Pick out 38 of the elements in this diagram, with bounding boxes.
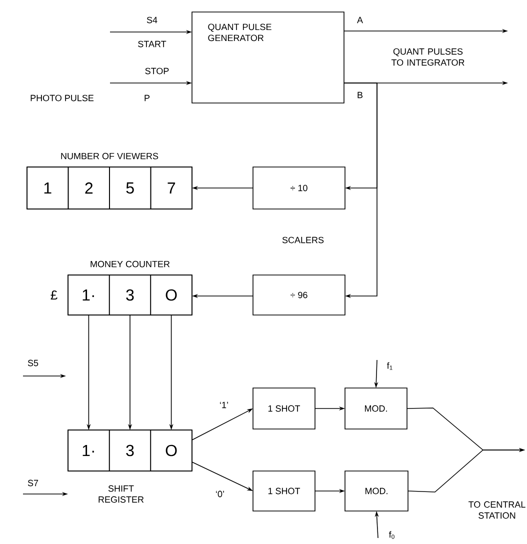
scaler-box: ÷ 10 [252, 166, 346, 210]
node-label: SHIFT REGISTER [98, 485, 144, 503]
digit-cell: 1· [68, 274, 110, 316]
text-label: S4 [146, 16, 158, 24]
edge-label: START [136, 40, 168, 48]
edge-label: f$_{1}$ [386, 361, 394, 371]
text-label: PHOTO PULSE [30, 94, 94, 102]
edge-label: ‘1’ [218, 400, 230, 410]
generator-box: QUANT PULSE GENERATOR [192, 12, 344, 104]
digit-cell: 3 [108, 430, 152, 472]
digit-cell: 1 [26, 166, 69, 210]
text-label: QUANT PULSES TO INTEGRATOR [391, 48, 464, 66]
digit-cell: 2 [68, 166, 110, 210]
text-label: A [357, 16, 363, 24]
digit-cell: O [150, 430, 192, 472]
block-box: 1 SHOT [252, 470, 316, 512]
text-label: P [144, 94, 150, 102]
scaler-box: ÷ 96 [252, 274, 346, 316]
node-label: MONEY COUNTER [90, 260, 170, 268]
block-box: MOD. [344, 470, 408, 512]
digit-cell: 3 [108, 274, 152, 316]
edge-label: STOP [144, 66, 170, 76]
text-label: SCALERS [282, 236, 324, 244]
digit-cell: O [150, 274, 192, 316]
arrow [344, 82, 378, 298]
text-label: S5 [28, 360, 38, 366]
currency-sign: £ [50, 290, 58, 300]
block-box: MOD. [344, 388, 408, 430]
edge-label: ‘0’ [214, 490, 226, 498]
digit-cell: 5 [109, 166, 152, 210]
block-box: 1 SHOT [252, 388, 316, 430]
text-label: S7 [28, 480, 38, 486]
edge-label: f$_{0}$ [388, 530, 396, 540]
digit-cell: 1· [68, 430, 110, 472]
text-label: TO CENTRAL STATION [468, 501, 526, 519]
node-label: NUMBER OF VIEWERS [61, 152, 158, 160]
text-label: B [358, 92, 363, 98]
digit-cell: 7 [150, 166, 192, 210]
